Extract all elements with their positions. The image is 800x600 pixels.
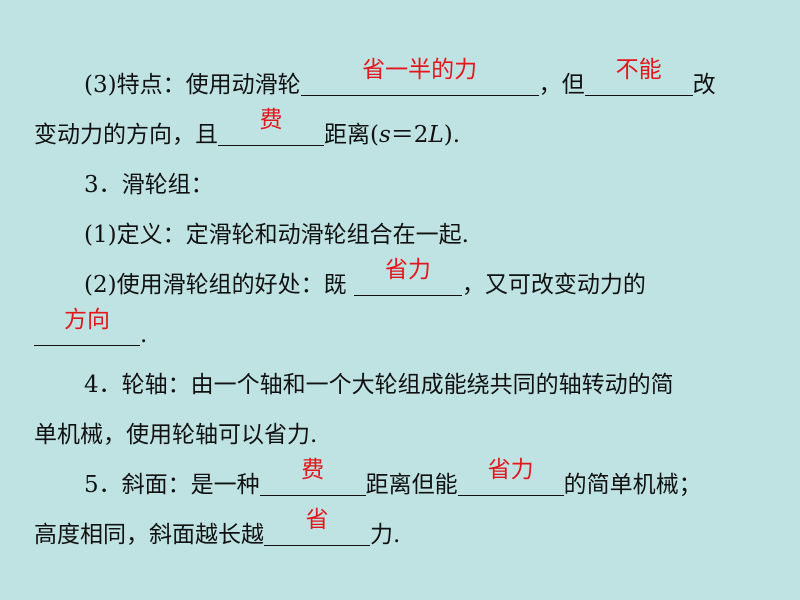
answer-blank: 省力 <box>353 257 462 296</box>
answer-text: 省力 <box>487 457 534 483</box>
answer-blank: 费 <box>218 107 324 146</box>
text-segment: . <box>140 322 148 348</box>
text-segment: ＝2 <box>390 122 429 148</box>
text-segment: ，又可改变动力的 <box>461 272 646 298</box>
answer-blank: 费 <box>259 457 366 496</box>
answer-text: 省 <box>305 507 329 533</box>
text-segment: 距离但能 <box>365 472 458 498</box>
text-segment: 的简单机械； <box>563 472 702 498</box>
text-segment: (3)特点：使用动滑轮 <box>84 72 301 98</box>
answer-text: 方向 <box>64 307 110 333</box>
line-direction-distance: 变动力的方向，且 费距离(s＝2L). <box>0 107 800 158</box>
line-incline-cont: 高度相同，斜面越长越 省力. <box>0 507 800 558</box>
text-segment: (1)定义：定滑轮和动滑轮组合在一起. <box>84 222 469 248</box>
text-segment: 改 <box>692 72 716 98</box>
line-pulley-features: (3)特点：使用动滑轮 省一半的力 ，但 不能改 <box>0 57 800 108</box>
text-segment: 高度相同，斜面越长越 <box>34 522 264 548</box>
line-incline: 5．斜面：是一种 费距离但能 省力的简单机械； <box>0 457 800 508</box>
text-segment: (2)使用滑轮组的好处：既 <box>84 272 347 298</box>
text-segment: 力. <box>370 522 401 548</box>
answer-text: 不能 <box>615 57 662 83</box>
variable-s: s <box>378 122 391 148</box>
text-segment: 4．轮轴：由一个轴和一个大轮组成能绕共同的轴转动的简 <box>84 372 674 398</box>
answer-text: 省力 <box>384 257 431 283</box>
line-benefits-cont: 方向. <box>0 307 800 358</box>
answer-blank: 不能 <box>584 57 693 96</box>
answer-blank: 省一半的力 <box>300 57 539 96</box>
line-benefits: (2)使用滑轮组的好处：既 省力 ，又可改变动力的 <box>0 257 800 308</box>
answer-text: 省一半的力 <box>362 57 478 83</box>
text-segment: 变动力的方向，且 <box>34 122 218 148</box>
answer-blank: 省 <box>264 507 370 546</box>
answer-blank: 方向 <box>34 307 140 346</box>
line-pulley-block-heading: 3．滑轮组： <box>0 162 800 208</box>
line-definition: (1)定义：定滑轮和动滑轮组合在一起. <box>0 212 800 258</box>
text-segment: 单机械，使用轮轴可以省力. <box>34 422 318 448</box>
text-segment: ，但 <box>538 72 585 98</box>
text-segment: 3．滑轮组： <box>84 172 214 198</box>
text-segment: 5．斜面：是一种 <box>84 472 260 498</box>
line-wheel-axle: 4．轮轴：由一个轴和一个大轮组成能绕共同的轴转动的简 <box>0 362 800 408</box>
text-segment: ). <box>443 122 461 148</box>
answer-blank: 省力 <box>457 457 564 496</box>
variable-L: L <box>428 122 444 148</box>
answer-text: 费 <box>301 457 325 483</box>
text-segment: 距离( <box>324 122 379 148</box>
line-wheel-axle-cont: 单机械，使用轮轴可以省力. <box>0 412 800 458</box>
answer-text: 费 <box>259 107 283 133</box>
